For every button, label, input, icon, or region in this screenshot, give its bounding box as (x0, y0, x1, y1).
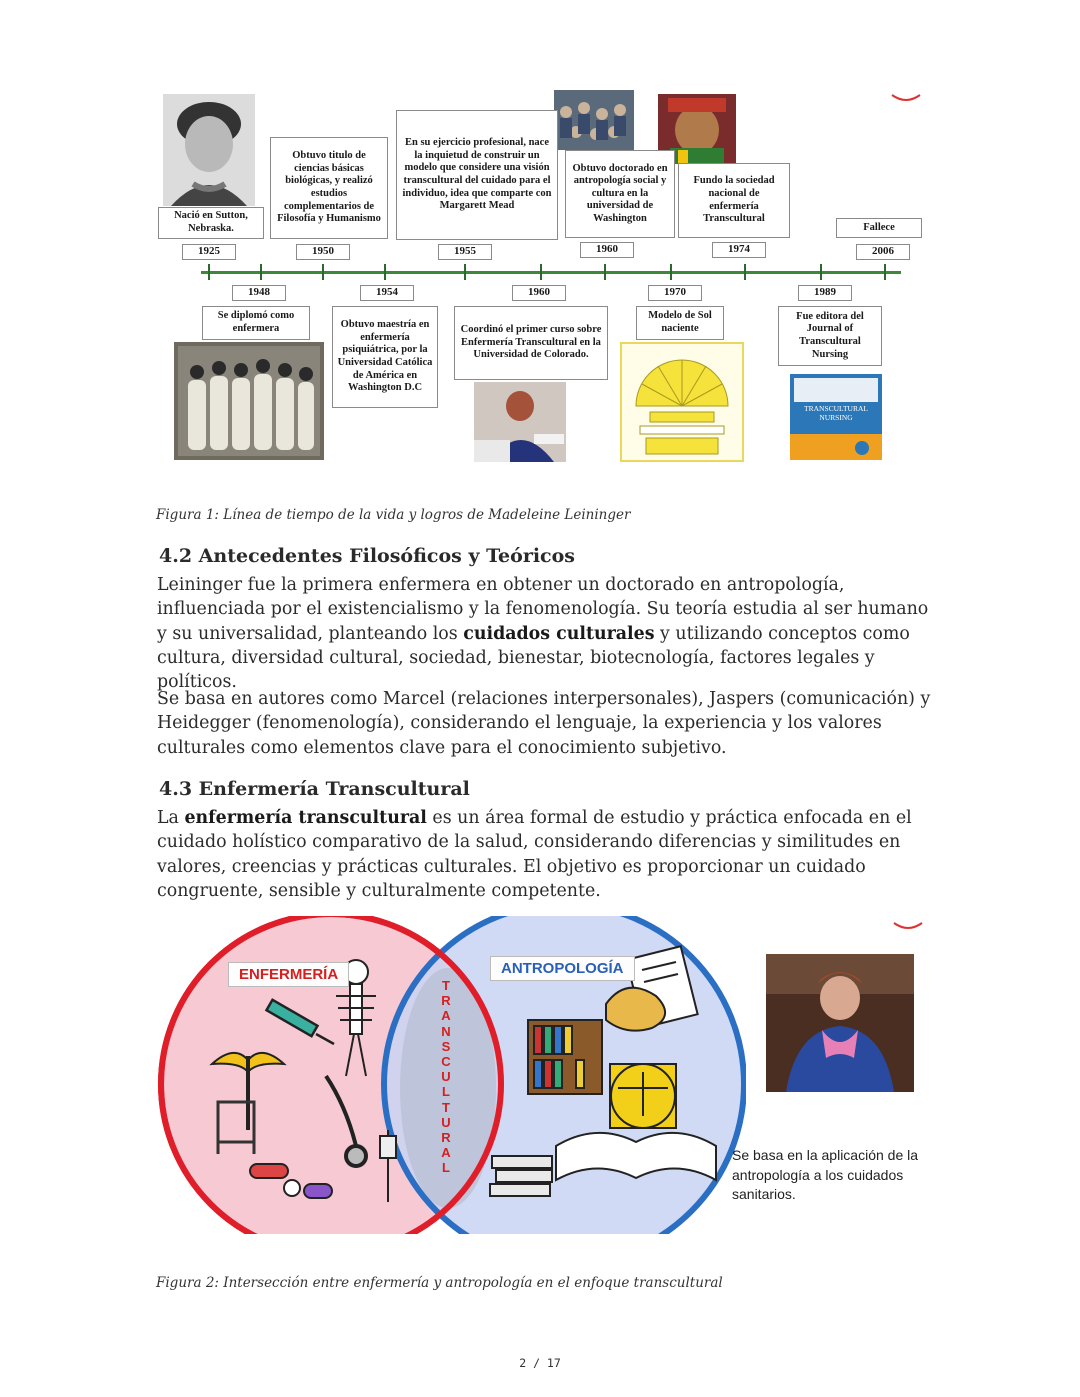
year-1989: 1989 (798, 285, 852, 301)
paragraph-text: Leininger fue la primera enfermera en ob… (157, 575, 929, 644)
letter: C (441, 1054, 451, 1070)
leininger-portrait-photo (766, 954, 914, 1092)
iv-drip-icon (379, 1130, 397, 1202)
axis-tick (540, 264, 542, 280)
letter: A (441, 1008, 451, 1024)
year-1960-bottom: 1960 (512, 285, 566, 301)
year-1950: 1950 (296, 244, 350, 260)
book-stack-icon (489, 1155, 553, 1197)
letter: N (441, 1023, 451, 1039)
year-1925: 1925 (182, 244, 236, 260)
axis-tick (260, 264, 262, 280)
stethoscope-icon (324, 1074, 368, 1168)
paragraph-text: es un área formal de estudio y práctica … (157, 808, 912, 901)
syringe-icon (264, 998, 335, 1046)
event-1954: Obtuvo maestría en enfermería psiquiátri… (332, 306, 438, 408)
figure-1-caption: Figura 1: Línea de tiempo de la vida y l… (156, 507, 631, 523)
vitruvian-man-icon (609, 1063, 677, 1129)
walker-icon (216, 1100, 256, 1154)
page-number: 2 / 17 (519, 1356, 561, 1370)
pills-icon (249, 1163, 333, 1199)
letter: A (441, 1145, 451, 1161)
caduceus-icon (209, 1052, 287, 1130)
section-4-3-heading: 4.3 Enfermería Transcultural (159, 778, 470, 800)
event-1970: Modelo de Sol naciente (636, 306, 724, 340)
event-1960-bottom: Coordinó el primer curso sobre Enfermerí… (454, 306, 608, 380)
axis-tick (604, 264, 606, 280)
figure-2-note: Se basa en la aplicación de la antropolo… (732, 1147, 919, 1202)
event-1974: Fundo la sociedad nacional de enfermería… (678, 163, 790, 238)
letter: S (441, 1038, 451, 1054)
journal-cover-title: TRANSCULTURAL NURSING (804, 404, 868, 422)
year-1948: 1948 (232, 285, 286, 301)
figure-2-caption: Figura 2: Intersección entre enfermería … (156, 1275, 723, 1291)
event-1948: Se diplomó como enfermera (202, 306, 310, 340)
event-1955: En su ejercicio profesional, nace la inq… (396, 110, 558, 240)
enfermeria-label: ENFERMERÍA (228, 962, 350, 987)
corner-mark-icon (886, 916, 926, 929)
year-1970: 1970 (648, 285, 702, 301)
axis-tick (884, 264, 886, 280)
books-shelf-icon (527, 1019, 603, 1095)
section-4-2-paragraph-1: Leininger fue la primera enfermera en ob… (157, 573, 937, 694)
axis-tick (744, 264, 746, 280)
event-1989: Fue editora del Journal of Transcultural… (778, 306, 882, 366)
axis-tick (384, 264, 386, 280)
timeline-figure: TRANSCULTURAL NURSING Nació en Sutton, N… (156, 88, 924, 466)
bold-term: enfermería transcultural (184, 808, 427, 828)
letter: U (441, 1114, 451, 1130)
event-1925: Nació en Sutton, Nebraska. (158, 207, 264, 239)
paragraph-text: y utilizando conceptos como cultura, div… (157, 623, 910, 693)
axis-tick (464, 264, 466, 280)
axis-tick (820, 264, 822, 280)
sunrise-model-diagram (620, 342, 744, 462)
bold-term: cuidados culturales (463, 623, 655, 644)
axis-tick (322, 264, 324, 280)
section-4-2-heading: 4.2 Antecedentes Filosóficos y Teóricos (159, 545, 575, 567)
event-2006: Fallece (836, 218, 922, 238)
portrait-photo (163, 94, 255, 206)
axis-tick (670, 264, 672, 280)
year-1960-top: 1960 (580, 242, 634, 258)
section-4-3-paragraph-1: La enfermería transcultural es un área f… (157, 806, 937, 903)
letter: T (442, 1099, 450, 1115)
year-2006: 2006 (856, 244, 910, 260)
timeline-axis (201, 271, 901, 274)
journal-cover-image: TRANSCULTURAL NURSING (790, 374, 882, 460)
axis-tick (208, 264, 210, 280)
venn-figure: ENFERMERÍA ANTROPOLOGÍA T R A N S C U L … (156, 916, 926, 1234)
venn-diagram (158, 916, 746, 1234)
corner-mark-icon (884, 88, 924, 101)
transcultural-vertical-text: T R A N S C U L T U R A L (439, 978, 453, 1176)
paragraph-text: La (157, 808, 185, 828)
open-book-icon (555, 1132, 717, 1182)
letter: R (441, 993, 451, 1009)
hand-pen-icon (605, 986, 666, 1032)
skeleton-icon (336, 959, 376, 1077)
event-1950: Obtuvo titulo de ciencias básicas biológ… (270, 137, 388, 239)
event-1960-top: Obtuvo doctorado en antropología social … (565, 150, 675, 238)
letter: L (442, 1160, 450, 1176)
year-1974: 1974 (712, 242, 766, 258)
crowd-photo (554, 90, 634, 150)
year-1954: 1954 (360, 285, 414, 301)
leininger-desk-photo (474, 382, 566, 462)
letter: U (441, 1069, 451, 1085)
year-1955: 1955 (438, 244, 492, 260)
section-4-2-paragraph-2: Se basa en autores como Marcel (relacion… (157, 689, 931, 758)
antropologia-label: ANTROPOLOGÍA (490, 956, 635, 981)
letter: T (442, 978, 450, 993)
letter: R (441, 1130, 451, 1146)
letter: L (442, 1084, 450, 1100)
indigenous-woman-photo (658, 94, 736, 164)
nurses-group-photo (174, 342, 324, 460)
intersection-area (400, 968, 496, 1208)
